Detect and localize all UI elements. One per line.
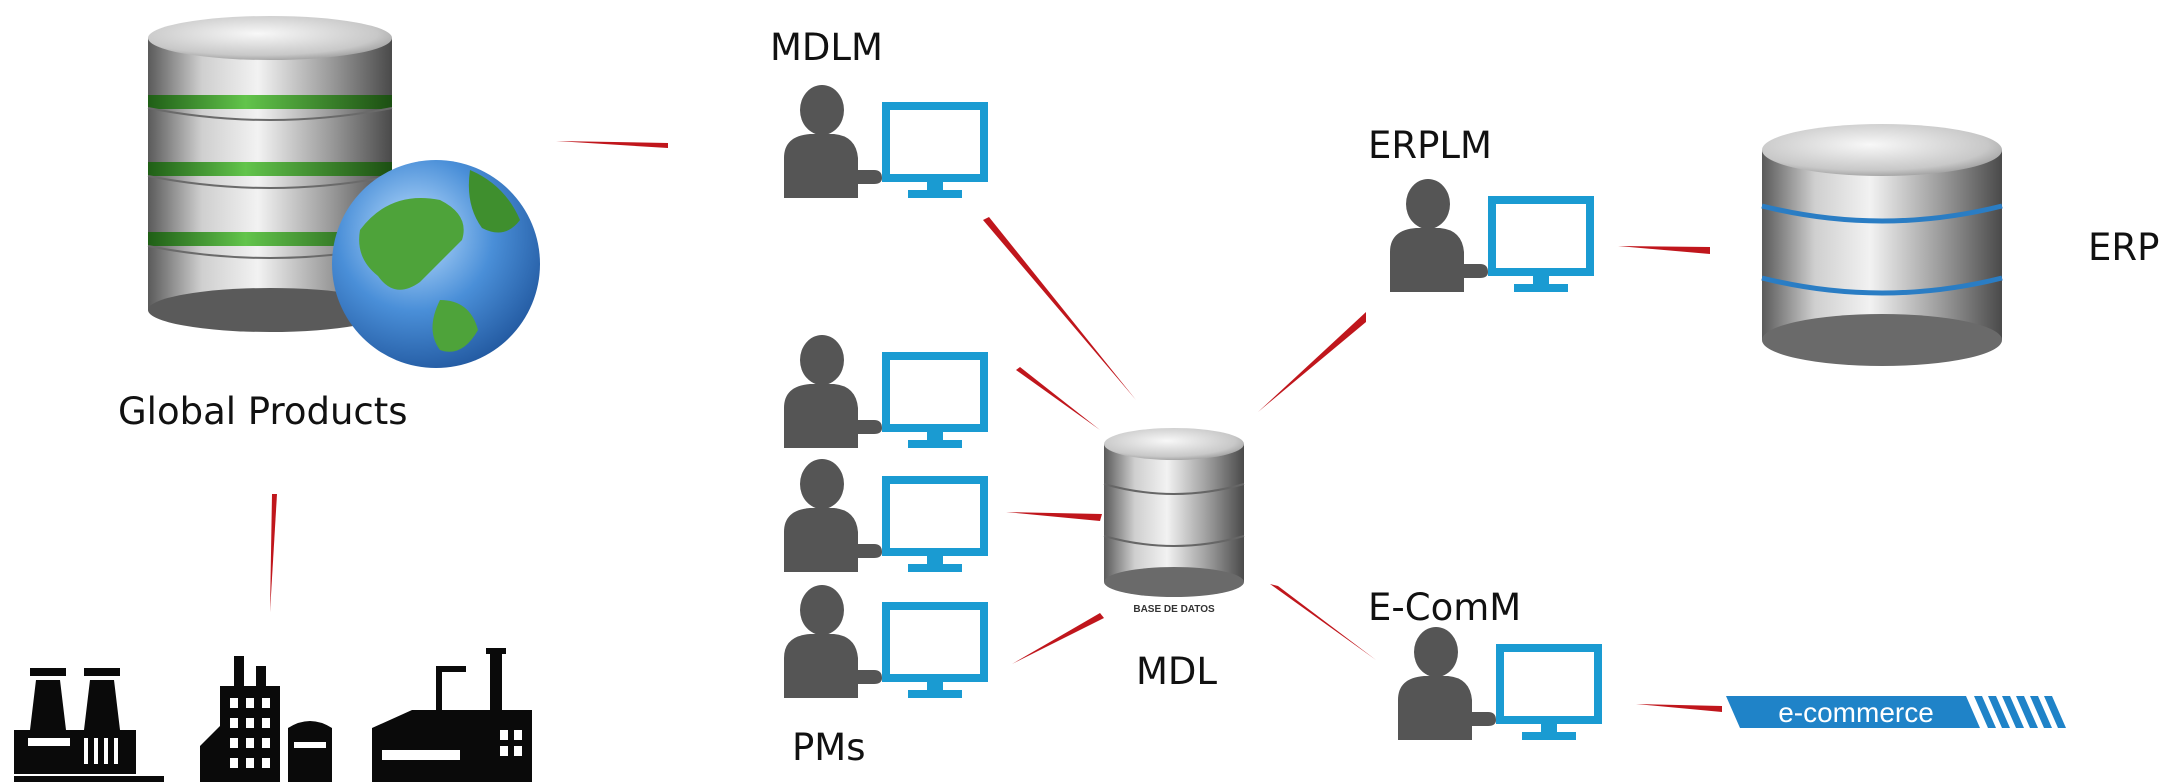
user-computer-icon (784, 85, 984, 198)
label-mdl: MDL (1136, 650, 1218, 693)
database-caption: BASE DE DATOS (1133, 604, 1215, 615)
label-erp: ERP (2088, 226, 2160, 269)
factory-icon (200, 656, 332, 782)
database-icon: BASE DE DATOS (1103, 428, 1245, 615)
factory-icon (14, 668, 164, 782)
label-ecomm: E-ComM (1368, 586, 1522, 629)
user-computer-icon (1390, 179, 1590, 292)
connector-lines (270, 141, 1722, 712)
label-global-products: Global Products (118, 390, 408, 433)
connector-mdl-ecomm (1270, 584, 1376, 660)
ecommerce-logo-text: e-commerce (1778, 697, 1934, 728)
database-icon (1761, 124, 2003, 366)
connector-pm2-mdl (1006, 512, 1102, 521)
connector-erplm-erp (1618, 246, 1710, 254)
user-computer-icon (784, 335, 984, 448)
user-computer-icon (1398, 627, 1598, 740)
label-erplm: ERPLM (1368, 124, 1492, 167)
ecommerce-logo: e-commerce (1726, 696, 2066, 728)
label-pms: PMs (792, 726, 866, 769)
connector-mdlm-mdl (983, 217, 1136, 400)
factory-icon (372, 648, 532, 782)
connector-ecomm-ecommerce (1636, 704, 1722, 712)
connector-pm3-mdl (1012, 613, 1104, 664)
connector-pm1-mdl (1016, 367, 1100, 430)
user-computer-icon (784, 459, 984, 572)
user-computer-icon (784, 585, 984, 698)
connector-mdl-erplm (1258, 312, 1366, 412)
label-mdlm: MDLM (770, 26, 883, 69)
factories (14, 648, 532, 782)
connector-globalproducts-mdlm (556, 141, 668, 148)
connector-globalproducts-factories (270, 494, 277, 612)
database-globe-icon (147, 16, 540, 368)
